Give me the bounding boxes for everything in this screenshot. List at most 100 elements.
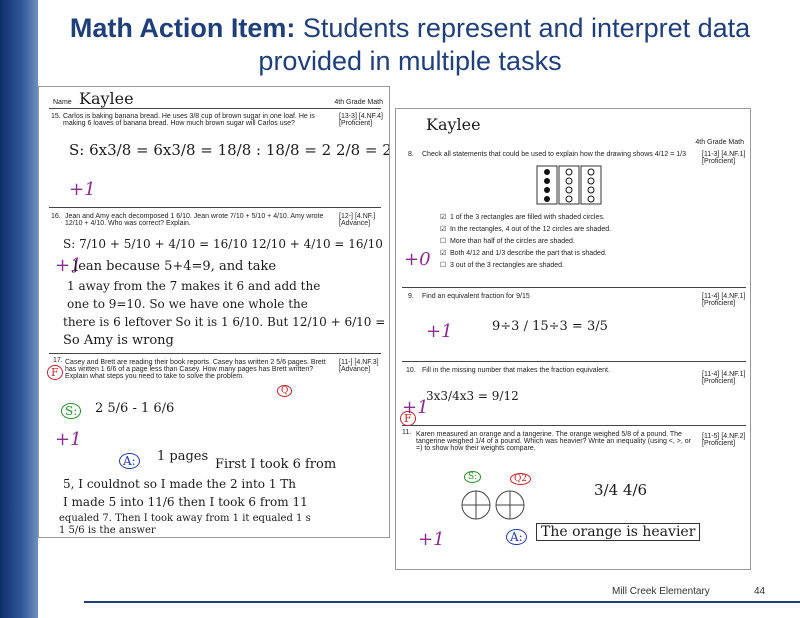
- q15-prompt: Carlos is baking banana bread. He uses 3…: [63, 113, 315, 127]
- q8-circle-empty: [565, 177, 573, 185]
- q8-circle-diagram: [536, 165, 602, 205]
- q17-answer-line-2: I made 5 into 11/6 then I took 6 from 11: [63, 495, 308, 509]
- header-rule: [49, 108, 381, 109]
- q17-answer-line-4: 1 5/6 is the answer: [59, 525, 156, 536]
- right-grade-label: 4th Grade Math: [695, 139, 744, 146]
- q17-label-f: F: [47, 365, 63, 380]
- q11-rule: [402, 425, 746, 426]
- q17-prompt: Casey and Brett are reading their book r…: [65, 359, 326, 380]
- q16-number: 16.: [51, 213, 61, 220]
- q8-circle-empty: [565, 186, 573, 194]
- q16-prompt: Jean and Amy each decomposed 1 6/10. Jea…: [65, 213, 324, 227]
- q16-code: [12-] [4.NF.] [Advance]: [339, 213, 376, 227]
- q17-answer-line-0: First I took 6 from: [215, 457, 337, 472]
- q17-rule: [49, 353, 381, 354]
- q9-score: +1: [426, 321, 453, 342]
- q17-label-s: S:: [61, 403, 82, 419]
- q8-circle-shaded: [544, 187, 550, 193]
- q9-prompt: Find an equivalent fraction for 9/15: [422, 293, 530, 300]
- slide-title-bold: Math Action Item:: [69, 13, 296, 43]
- q15-code: [13-3] [4.NF.4] [Proficient]: [339, 113, 383, 127]
- q9-rule: [402, 287, 746, 288]
- q16-answer-line-1: 1 away from the 7 makes it 6 and add the: [67, 279, 321, 293]
- q11-label-s: S:: [464, 471, 482, 483]
- q8-options: ☑ 1 of the 3 rectangles are filled with …: [440, 213, 611, 273]
- q8-option[interactable]: ☑ 1 of the 3 rectangles are filled with …: [440, 213, 611, 225]
- q8-circle-empty: [565, 168, 573, 176]
- q16-answer-line-0: Jean because 5+4=9, and take: [73, 259, 277, 274]
- q8-option-text: 1 of the 3 rectangles are filled with sh…: [449, 214, 605, 221]
- q8-option[interactable]: ☑ Both 4/12 and 1/3 describe the part th…: [440, 249, 611, 261]
- q16-rule: [49, 207, 381, 208]
- q15-score: +1: [69, 179, 96, 200]
- footer-rule: [84, 601, 800, 603]
- q8-number: 8.: [408, 151, 414, 158]
- q11-label-f: F: [400, 411, 416, 426]
- q8-prompt: Check all statements that could be used …: [422, 151, 687, 158]
- q17-work: 2 5/6 - 1 6/6: [95, 401, 175, 416]
- q8-option[interactable]: ☐ More than half of the circles are shad…: [440, 237, 611, 249]
- q8-checkbox[interactable]: ☐: [440, 262, 447, 269]
- q8-option-text: Both 4/12 and 1/3 describe the part that…: [449, 250, 607, 257]
- q9-number: 9.: [408, 293, 414, 300]
- q8-circle-empty: [587, 186, 595, 194]
- q10-prompt: Fill in the missing number that makes th…: [422, 367, 610, 374]
- q8-score: +0: [404, 249, 431, 270]
- q8-checkbox[interactable]: ☑: [440, 226, 447, 233]
- q17-code: [11-] [4.NF.3] [Advance]: [339, 359, 379, 373]
- q11-prompt: Karen measured an orange and a tangerine…: [416, 431, 691, 452]
- q11-drawing: [461, 490, 525, 520]
- q16-answer-line-4: So Amy is wrong: [63, 333, 174, 348]
- q8-circle-shaded: [544, 169, 550, 175]
- q8-option[interactable]: ☑ In the rectangles, 4 out of the 12 cir…: [440, 225, 611, 237]
- page-number: 44: [754, 586, 766, 597]
- q8-circle-empty: [587, 177, 595, 185]
- q8-circle-empty: [565, 195, 573, 203]
- slide-title-rest: Students represent and interpret data pr…: [258, 13, 751, 76]
- q17-answer-line-3: equaled 7. Then I took away from 1 it eq…: [59, 513, 311, 524]
- q8-option-text: 3 out of the 3 rectangles are shaded.: [449, 262, 564, 269]
- q11-label-q: Q2: [510, 473, 532, 485]
- q16-work: S: 7/10 + 5/10 + 4/10 = 16/10 12/10 + 4/…: [63, 237, 383, 251]
- q8-option-text: More than half of the circles are shaded…: [449, 238, 575, 245]
- q16-score: +1: [55, 255, 82, 276]
- q8-option[interactable]: ☐ 3 out of the 3 rectangles are shaded.: [440, 261, 611, 273]
- q17-label-a: A:: [119, 453, 140, 469]
- q11-label-a: A:: [506, 529, 527, 545]
- q8-circle-shaded: [544, 178, 550, 184]
- q17-number: 17.: [53, 357, 63, 364]
- q17-score: +1: [55, 429, 82, 450]
- q8-checkbox[interactable]: ☑: [440, 250, 447, 257]
- q8-checkbox[interactable]: ☐: [440, 238, 447, 245]
- q11-work: 3/4 4/6: [594, 481, 648, 499]
- q8-circle-shaded: [544, 196, 550, 202]
- worksheet-left: Name Kaylee 4th Grade Math 15. Carlos is…: [38, 86, 390, 538]
- name-label: Name: [53, 99, 72, 106]
- q17-label-q: Q: [277, 385, 293, 397]
- q8-checkbox[interactable]: ☑: [440, 214, 447, 221]
- student-name: Kaylee: [79, 89, 134, 108]
- worksheet-right: Kaylee 4th Grade Math 8. Check all state…: [395, 108, 751, 570]
- q10-work: 3x3/4x3 = 9/12: [426, 389, 519, 403]
- q8-code: [11-3] [4.NF.1] [Proficient]: [702, 151, 746, 165]
- q9-code: [11-4] [4.NF.1] [Proficient]: [702, 293, 746, 307]
- right-student-name: Kaylee: [426, 115, 481, 134]
- q8-circle-empty: [587, 195, 595, 203]
- q11-code: [11-5] [4.NF.2] [Proficient]: [702, 433, 746, 447]
- q16-answer-line-2: one to 9=10. So we have one whole the: [67, 297, 308, 311]
- slide-side-bar: [0, 0, 38, 618]
- q11-score: +1: [418, 529, 445, 550]
- q9-work: 9÷3 / 15÷3 = 3/5: [492, 319, 608, 334]
- slide-title: Math Action Item: Students represent and…: [40, 12, 780, 78]
- q8-circle-empty: [587, 168, 595, 176]
- footer-school: Mill Creek Elementary: [612, 586, 710, 597]
- q10-number: 10.: [406, 367, 416, 374]
- q10-rule: [402, 361, 746, 362]
- q8-option-text: In the rectangles, 4 out of the 12 circl…: [449, 226, 612, 233]
- q11-number: 11.: [402, 429, 412, 436]
- q8-rect-2: [558, 165, 580, 205]
- q15-work: S: 6x3/8 = 6x3/8 = 18/8 : 18/8 = 2 2/8 =…: [69, 141, 389, 159]
- q17-answer: 1 pages: [157, 449, 209, 464]
- q16-answer-line-3: there is 6 leftover So it is 1 6/10. But…: [63, 315, 390, 329]
- q11-answer: The orange is heavier: [536, 523, 701, 541]
